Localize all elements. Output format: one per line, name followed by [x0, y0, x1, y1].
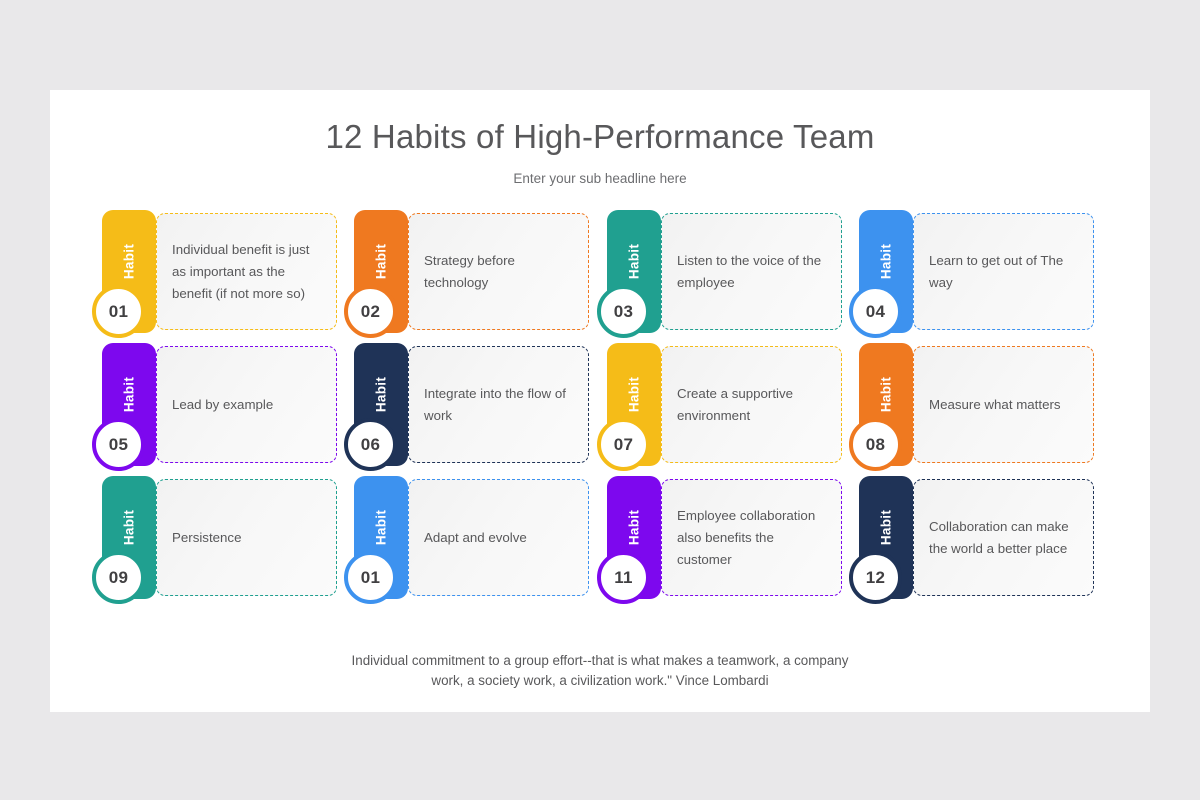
habit-tab-label: Habit	[121, 243, 137, 280]
slide-canvas: 12 Habits of High-Performance Team Enter…	[50, 90, 1150, 712]
habit-card-text: Listen to the voice of the employee	[677, 252, 822, 290]
habit-card-text: Learn to get out of The way	[929, 252, 1064, 290]
habit-tab-label: Habit	[626, 509, 642, 546]
habit-number-badge: 09	[92, 551, 145, 604]
habit-card[interactable]: Learn to get out of The way Habit 04	[849, 210, 1094, 343]
habit-number-text: 11	[614, 567, 633, 587]
habit-card-text: Strategy before technology	[424, 252, 515, 290]
habit-card-content: Strategy before technology	[408, 213, 589, 330]
habit-tab-label: Habit	[373, 509, 389, 546]
habit-card-content: Integrate into the flow of work	[408, 346, 589, 463]
habit-number-text: 06	[360, 434, 381, 454]
habit-tab-label: Habit	[878, 376, 894, 413]
habit-number-text: 08	[865, 434, 886, 454]
habit-number-badge: 01	[92, 285, 145, 338]
habit-number-badge: 03	[597, 285, 650, 338]
habit-tab-label: Habit	[878, 509, 894, 546]
habit-number-badge: 04	[849, 285, 902, 338]
habit-card-text: Adapt and evolve	[424, 529, 527, 545]
habit-tab-label: Habit	[121, 376, 137, 413]
habit-number-text: 07	[613, 434, 634, 454]
habit-card-text: Integrate into the flow of work	[424, 385, 566, 423]
habit-number-badge: 01	[344, 551, 397, 604]
habit-card-content: Collaboration can make the world a bette…	[913, 479, 1094, 596]
habit-card-text: Create a supportive environment	[677, 385, 794, 423]
habit-card-text: Lead by example	[172, 396, 274, 412]
habit-tab-label: Habit	[626, 376, 642, 413]
habit-card[interactable]: Integrate into the flow of work Habit 06	[344, 343, 589, 476]
habit-card-text: Persistence	[172, 529, 242, 545]
habit-tab-label: Habit	[878, 243, 894, 280]
habit-tab-label: Habit	[121, 509, 137, 546]
habit-number-text: 04	[865, 301, 886, 321]
habit-card-content: Adapt and evolve	[408, 479, 589, 596]
habit-number-badge: 12	[849, 551, 902, 604]
habit-card-content: Listen to the voice of the employee	[661, 213, 842, 330]
habit-number-badge: 06	[344, 418, 397, 471]
habit-number-text: 12	[865, 567, 886, 587]
habit-number-badge: 02	[344, 285, 397, 338]
habit-card-text: Individual benefit is just as important …	[172, 241, 310, 301]
habit-number-text: 01	[108, 301, 129, 321]
habit-tab-label: Habit	[373, 243, 389, 280]
habit-card-content: Persistence	[156, 479, 337, 596]
habit-card-content: Employee collaboration also benefits the…	[661, 479, 842, 596]
habit-tab-label: Habit	[626, 243, 642, 280]
habit-card[interactable]: Listen to the voice of the employee Habit…	[597, 210, 842, 343]
habit-card-content: Create a supportive environment	[661, 346, 842, 463]
footer-quote-line-2: work, a society work, a civilization wor…	[431, 672, 769, 688]
habit-card[interactable]: Measure what matters Habit 08	[849, 343, 1094, 476]
habit-number-text: 02	[360, 301, 381, 321]
habit-number-badge: 08	[849, 418, 902, 471]
habit-number-text: 01	[360, 567, 381, 587]
habit-card[interactable]: Create a supportive environment Habit 07	[597, 343, 842, 476]
habit-card[interactable]: Strategy before technology Habit 02	[344, 210, 589, 343]
habit-card[interactable]: Collaboration can make the world a bette…	[849, 476, 1094, 609]
habit-number-badge: 05	[92, 418, 145, 471]
habit-number-text: 05	[108, 434, 129, 454]
habit-card[interactable]: Persistence Habit 09	[92, 476, 337, 609]
habit-card[interactable]: Employee collaboration also benefits the…	[597, 476, 842, 609]
footer-quote-line-1: Individual commitment to a group effort-…	[351, 653, 849, 668]
habit-card-text: Measure what matters	[929, 396, 1061, 412]
habits-row: Persistence Habit 09 Adapt and evolve Habit 0…	[92, 476, 1108, 609]
habit-card-text: Collaboration can make the world a bette…	[929, 518, 1069, 556]
habit-card[interactable]: Adapt and evolve Habit 01	[344, 476, 589, 609]
footer-quote: Individual commitment to a group effort-…	[50, 651, 1150, 690]
habit-card-content: Learn to get out of The way	[913, 213, 1094, 330]
habit-card-content: Lead by example	[156, 346, 337, 463]
habits-row: Individual benefit is just as important …	[92, 210, 1108, 343]
habit-number-badge: 11	[597, 551, 650, 604]
habits-grid: Individual benefit is just as important …	[92, 210, 1108, 609]
habit-card-content: Measure what matters	[913, 346, 1094, 463]
habit-card[interactable]: Lead by example Habit 05	[92, 343, 337, 476]
page-title: 12 Habits of High-Performance Team	[325, 118, 875, 155]
habit-number-text: 09	[108, 567, 129, 587]
habit-card-text: Employee collaboration also benefits the…	[677, 507, 816, 567]
habit-card-content: Individual benefit is just as important …	[156, 213, 337, 330]
habit-number-badge: 07	[597, 418, 650, 471]
page-subtitle: Enter your sub headline here	[513, 171, 687, 186]
habit-card[interactable]: Individual benefit is just as important …	[92, 210, 337, 343]
habit-tab-label: Habit	[373, 376, 389, 413]
habit-number-text: 03	[613, 301, 634, 321]
habits-row: Lead by example Habit 05 Integrate into the…	[92, 343, 1108, 476]
